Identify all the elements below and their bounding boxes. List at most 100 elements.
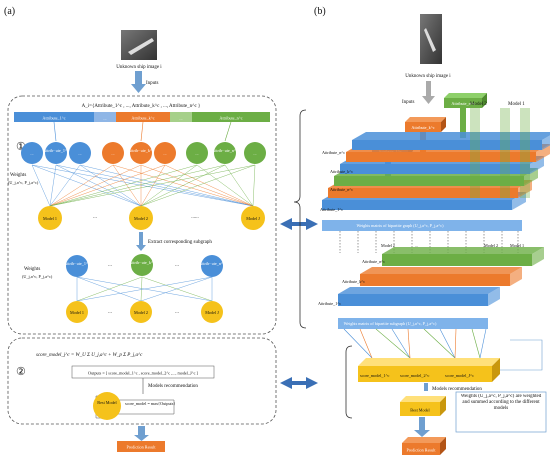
subslab-side-0 [532, 247, 544, 266]
model-label-2-bottom: Model 2 [134, 310, 148, 315]
outputs-text: Outputs = [ score_model_1^c , score_mode… [88, 371, 199, 377]
score-j: score_model_J^c [445, 373, 474, 378]
edge-top-6-1 [140, 164, 198, 207]
attribute-node-top-6 [186, 142, 208, 164]
score-line-9 [479, 328, 487, 359]
slab-stripe-5 [322, 200, 512, 210]
model-label-1-b: Model 1 [508, 102, 525, 107]
model-column-1 [500, 108, 510, 198]
panel-b-label: (b) [314, 6, 326, 17]
side-attr-2: Attribute_k^c [330, 169, 353, 174]
attr-bar-gap-1 [94, 112, 116, 122]
model-dots-2-top: ...... [191, 215, 199, 220]
score-slab [358, 366, 492, 382]
model-label-2-top: Model 2 [134, 216, 148, 221]
score-2: score_model_2^c [400, 373, 430, 378]
attr-bar-n [192, 112, 270, 122]
best-eq-text: score_model = max{Outputs} [125, 401, 175, 406]
stack-n-top [444, 93, 487, 98]
edge-top-0-2 [31, 164, 254, 207]
attribute-node-top-label-7: Attrib- ute_n^c [212, 148, 238, 153]
sub-attr-n: Attribute_n^c [362, 259, 385, 264]
edge-top-8-1 [140, 164, 256, 207]
edge-top-6-2 [196, 164, 254, 207]
score-formula: score_model_j^c = W_U Σ U_j,a^c + W_p Σ … [36, 353, 143, 358]
attribute-node-top-3 [102, 142, 124, 164]
subslab-top-1 [360, 267, 522, 274]
model-node-2-top [129, 206, 153, 230]
subgraph-label: Weights matrix of bipartite subgraph (U_… [344, 321, 437, 327]
edge-top-5-0 [49, 164, 166, 207]
bottom-model-1: Model 1 [510, 243, 524, 248]
model-label-1-top: Model 1 [43, 216, 57, 221]
score-line-1 [359, 328, 373, 359]
edge-top-1-0 [49, 164, 57, 207]
sub-attr-k: Attribute_k^c [342, 279, 365, 284]
attribute-node-top-label-2: ... [78, 151, 81, 156]
attribute-node-top-2 [69, 142, 91, 164]
note-box [455, 391, 547, 433]
subslab-side-1 [510, 267, 522, 286]
prediction-arrowhead-b [414, 430, 430, 437]
attribute-node-top-1 [45, 142, 67, 164]
prediction-slab-top [402, 437, 446, 443]
attribute-node-top-0 [21, 142, 43, 164]
prediction-result-b [402, 443, 440, 455]
edge-top-0-1 [31, 164, 142, 207]
score-line-5 [423, 328, 456, 359]
score-line-0 [343, 328, 373, 359]
models-recommendation-a: Models recommendation [148, 384, 198, 389]
subslab-layer-0 [382, 254, 532, 266]
model-label-j-bottom: Model J [205, 310, 219, 315]
edge-top-1-2 [55, 164, 254, 207]
score-line-6 [439, 328, 456, 359]
sub-node-1-label: Attrib- ute_1^c [64, 261, 90, 266]
ship-caption-a: Unknown ship image i [116, 65, 162, 70]
edge-top-6-0 [49, 164, 198, 207]
ship-shape-b [424, 28, 436, 52]
weights-mid-sub: (U_j,a^c, P_j,a^c) [22, 274, 53, 280]
attr-bar-label-2: ... [103, 116, 106, 121]
attribute-set-formula: A_i={Attribute_1^c , ..., Attribute_k^c … [82, 104, 201, 109]
side-attr-3: Attribute_n^c [330, 187, 353, 192]
subgraph-label-bar [338, 318, 488, 329]
model-label-2-b: Model 2 [470, 102, 487, 107]
best-model-slab [400, 402, 440, 416]
slab-stripe-3 [334, 176, 524, 186]
edge-top-7-2 [224, 164, 254, 207]
score-1: score_model_1^c [360, 373, 390, 378]
edge-top-4-2 [140, 164, 254, 207]
bottom-dots: ... [415, 243, 418, 248]
model-column-0 [470, 108, 480, 198]
edge-sub-1-1 [140, 276, 143, 302]
weights-top-label: Weights [10, 173, 26, 178]
slab-stripe-side-4 [518, 180, 532, 198]
inputs-arrowhead-a [131, 84, 146, 93]
model-dots-2-bottom: ... [175, 310, 179, 315]
attribute-node-top-5 [154, 142, 176, 164]
attribute-node-top-label-6: ... [195, 151, 198, 156]
double-arrow-top [280, 218, 318, 230]
slab-stripe-side-2 [530, 156, 544, 174]
slab-stripe-2 [340, 164, 530, 174]
subslab-top-2 [338, 287, 500, 294]
prediction-result-a [117, 441, 165, 452]
recommendation-container [7, 337, 277, 425]
attribute-node-top-label-8: ... [253, 151, 256, 156]
slab-stripe-0 [352, 140, 542, 150]
sub-node-k-label: Attrib- ute_k^c [129, 260, 155, 265]
extract-arrowhead [136, 245, 146, 251]
stack-n-label: Attribute_n^c [451, 101, 474, 106]
prediction-arrow-shaft-b [419, 417, 425, 431]
edge-top-1-1 [55, 164, 142, 207]
attr-bar-gap-2 [170, 112, 192, 122]
note-text: Weights (U_j,a^c, P_j,a^c) are weighted … [460, 394, 542, 412]
arrow-n-down [460, 108, 466, 138]
prediction-slab-side [440, 437, 446, 455]
step-2-marker: ② [16, 366, 26, 378]
bipartite-edges-sub [76, 276, 213, 302]
bottom-model-2: Model 2 [484, 243, 498, 248]
side-attr-1: Attribute_n^c [322, 150, 345, 155]
score-slab-top [358, 358, 500, 366]
